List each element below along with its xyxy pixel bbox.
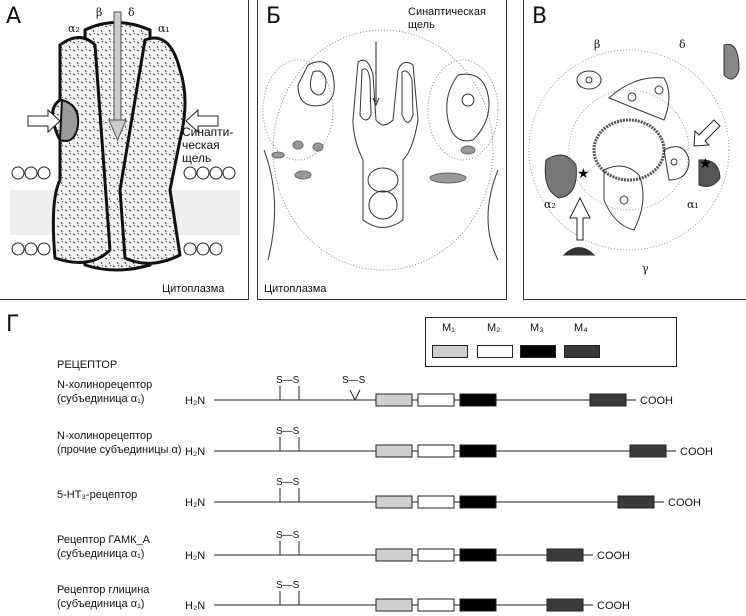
segment-m2 [417, 393, 455, 407]
subunit-gamma: γ [642, 262, 649, 275]
subunit-alpha2: α₂ [544, 198, 556, 211]
disulfide-label: S—S [276, 477, 300, 488]
legend-swatch-m3 [520, 345, 556, 358]
n-terminus-label: H₂N [185, 550, 205, 562]
c-terminus-label: COOH [597, 550, 630, 562]
receptor-name: N-холинорецептор (субъединица α₁) [57, 378, 152, 406]
cytoplasm-label: Цитоплазма [264, 283, 327, 295]
disulfide-label: S—S [276, 426, 300, 437]
density-contour-map [262, 29, 499, 271]
receptor-name-line2: (прочие субъединицы α) [57, 444, 182, 456]
segment-m3 [459, 393, 497, 407]
segment-m3 [459, 444, 497, 458]
disulfide-label: S—S [276, 530, 300, 541]
disulfide-bridge-v [349, 389, 361, 402]
receptor-name-line1: Рецептор ГАМК_A [57, 534, 151, 546]
panel-a-label: А [6, 4, 22, 29]
subunit-beta: β [594, 38, 601, 51]
receptor-name-line1: N-холинорецептор [57, 430, 153, 442]
panel-c: В ★ ★ β δ α₂ α₁ γ [523, 0, 746, 300]
receptor-name: Рецептор глицина (субъединица α₁) [57, 583, 149, 611]
synaptic-cleft-label: Синапти- ческая щель [182, 125, 234, 165]
arrow-down-left-icon [693, 119, 721, 147]
segment-m1 [375, 444, 413, 458]
legend-swatch-m4 [564, 345, 600, 358]
segment-m2 [417, 548, 455, 562]
segment-m3 [459, 548, 497, 562]
c-terminus-label: COOH [597, 600, 630, 612]
segment-m3 [459, 495, 497, 509]
segment-m3 [459, 598, 497, 612]
legend-label-m1: M₁ [442, 322, 455, 334]
subunit-alpha2: α₂ [68, 22, 80, 35]
ion-channel-arrow [108, 11, 127, 142]
n-terminus-label: H₂N [185, 395, 205, 407]
panel-b: Б Синаптическая щель Цитоплазма [257, 0, 507, 300]
segment-m4 [589, 393, 627, 407]
subunit-beta: β [96, 6, 103, 19]
receptor-side-view [10, 11, 240, 272]
disulfide-loop [279, 488, 300, 502]
receptor-subunits [51, 21, 187, 272]
receptor-name-line1: Рецептор глицина [57, 584, 150, 596]
arrow-right-icon [27, 108, 61, 134]
binding-site [58, 98, 80, 142]
segment-m2 [417, 495, 455, 509]
receptor-name-line1: 5-HT₃-рецептор [57, 489, 138, 501]
subunit-alpha1: α₁ [158, 22, 170, 35]
segment-m1 [375, 495, 413, 509]
synaptic-cleft-label: Синаптическая щель [408, 6, 486, 31]
panel-c-label: В [532, 4, 548, 29]
segment-m1 [375, 548, 413, 562]
pore-top-view-map: ★ ★ [528, 43, 740, 256]
segment-m4 [546, 548, 584, 562]
receptor-header: РЕЦЕПТОР [57, 359, 118, 371]
receptor-name: 5-HT₃-рецептор [57, 488, 137, 502]
c-terminus-label: COOH [668, 497, 701, 509]
receptor-name: N-холинорецептор (прочие субъединицы α) [57, 429, 182, 457]
arrow-up-icon [569, 196, 591, 241]
segment-m4 [546, 598, 584, 612]
subunit-delta: δ [679, 38, 686, 51]
panel-a: А α₂ β δ α₁ Синапти- ческая [0, 0, 249, 300]
segment-m4 [629, 444, 667, 458]
legend: M₁ M₂ M₃ M₄ [425, 317, 677, 367]
disulfide-label: S—S [276, 580, 300, 591]
legend-label-m2: M₂ [487, 322, 501, 334]
disulfide-label: S—S [342, 375, 366, 386]
receptor-name-line2: (субъединица α₁) [57, 548, 145, 560]
legend-label-m4: M₄ [574, 322, 588, 334]
disulfide-loop [279, 541, 300, 555]
receptor-name-line2: (субъединица α₁) [57, 393, 145, 405]
legend-label-m3: M₃ [530, 322, 544, 334]
receptor-name-line2: (субъединица α₁) [57, 598, 145, 610]
c-terminus-label: COOH [680, 446, 713, 458]
c-terminus-label: COOH [640, 395, 673, 407]
legend-swatch-m2 [477, 345, 513, 358]
disulfide-loop [279, 591, 300, 605]
panel-d-label: Г [6, 312, 20, 337]
receptor-name-line1: N-холинорецептор [57, 379, 153, 391]
arrow-left-icon [185, 108, 219, 134]
n-terminus-label: H₂N [185, 600, 205, 612]
segment-m4 [617, 495, 655, 509]
panel-b-label: Б [266, 4, 282, 29]
segment-m1 [375, 598, 413, 612]
star-icon: ★ [577, 165, 590, 181]
segment-m1 [375, 393, 413, 407]
legend-swatch-m1 [432, 345, 468, 358]
segment-m2 [417, 444, 455, 458]
disulfide-loop [279, 437, 300, 451]
n-terminus-label: H₂N [185, 497, 205, 509]
segment-m2 [417, 598, 455, 612]
disulfide-loop [279, 386, 300, 400]
subunit-delta: δ [128, 6, 135, 19]
star-icon: ★ [699, 155, 712, 171]
receptor-name: Рецептор ГАМК_A (субъединица α₁) [57, 533, 150, 561]
n-terminus-label: H₂N [185, 446, 205, 458]
subunit-alpha1: α₁ [687, 198, 699, 211]
disulfide-label: S—S [276, 375, 300, 386]
cytoplasm-label: Цитоплазма [162, 283, 225, 295]
